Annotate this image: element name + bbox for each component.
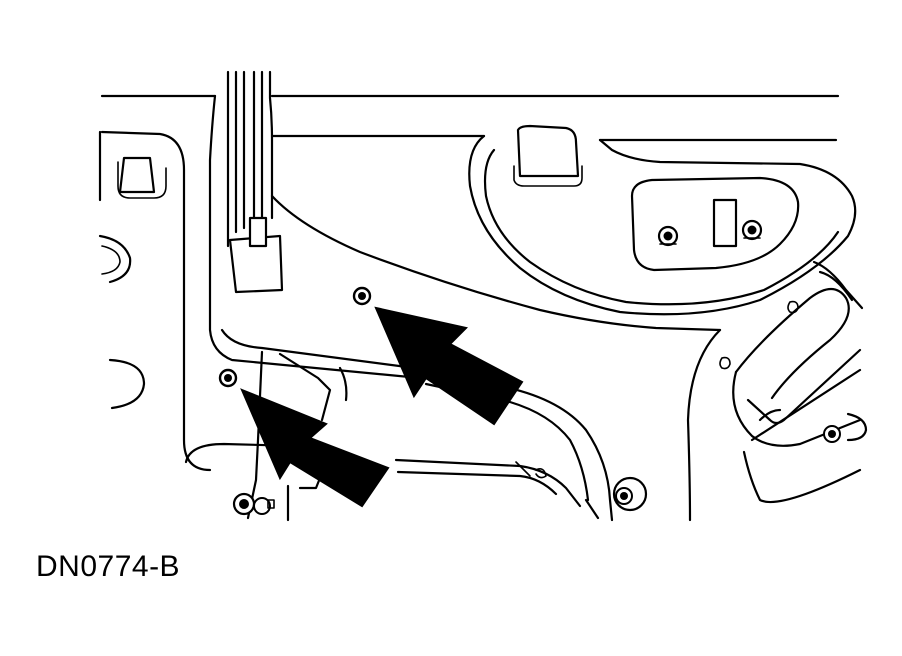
inner-panel-opening xyxy=(184,194,722,522)
upper-clip-icon xyxy=(352,286,372,306)
figure-code-label: DN0774-B xyxy=(36,550,181,583)
callout-arrows xyxy=(240,306,524,508)
right-lower-structure xyxy=(686,260,868,522)
window-channel xyxy=(208,70,422,380)
fasteners xyxy=(218,219,841,516)
screw-icon xyxy=(657,225,679,247)
lower-clip-icon xyxy=(218,368,238,388)
screw-icon xyxy=(741,219,763,241)
handle-recess xyxy=(468,124,857,316)
screw-icon xyxy=(823,425,841,443)
arrow-icon xyxy=(374,306,524,426)
screw-icon xyxy=(232,492,275,516)
door-top-edge xyxy=(100,94,840,142)
arrow-icon xyxy=(240,388,390,508)
left-door-panel xyxy=(98,130,212,472)
screw-icon xyxy=(612,476,648,512)
